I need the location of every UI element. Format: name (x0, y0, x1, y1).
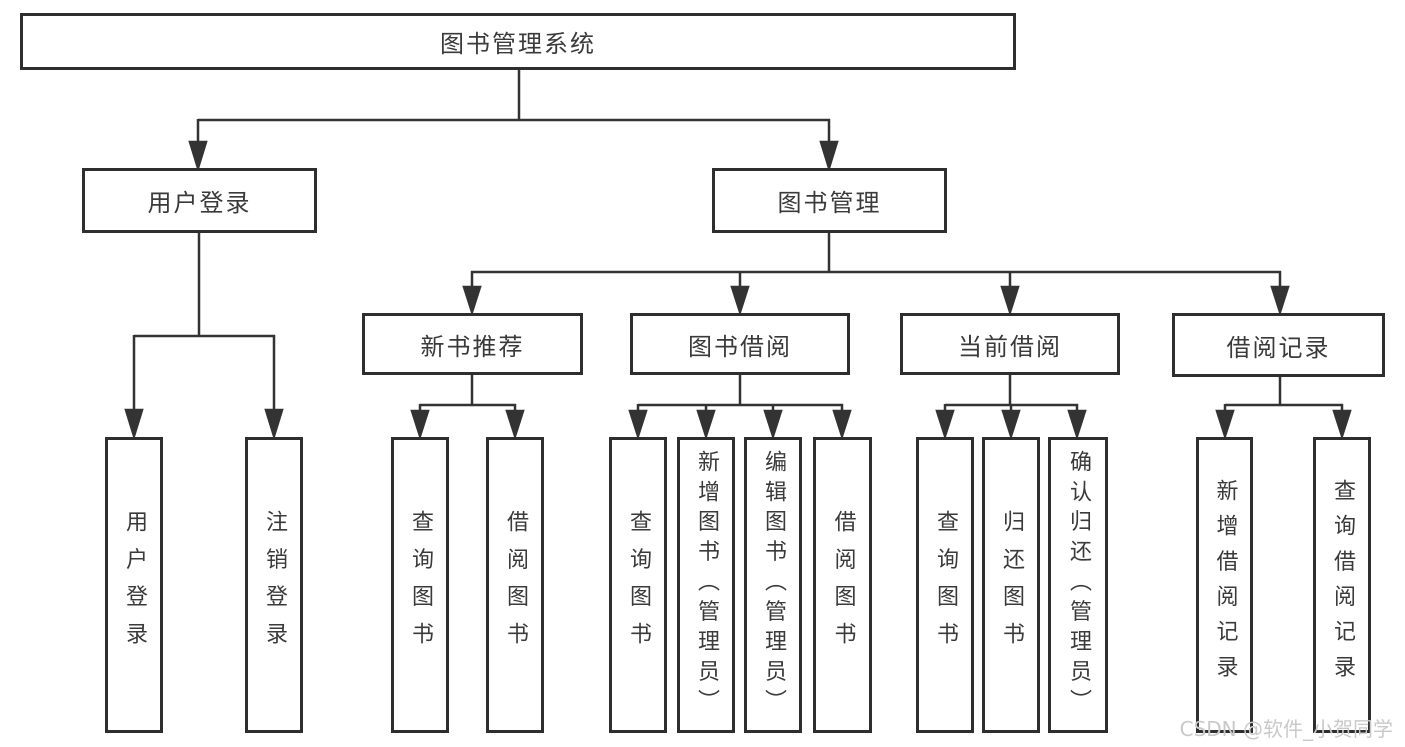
arrowhead-icon (124, 408, 144, 441)
node-user-login: 用户登录 (82, 168, 317, 233)
node-label: 用户登录 (122, 510, 147, 660)
node-recommend-borrow-books: 借阅图书 (486, 437, 544, 733)
arrowhead-icon (188, 140, 208, 173)
arrowhead-icon (264, 408, 284, 441)
connector-borrow-records-to-children (1215, 376, 1352, 441)
node-borrow-query-books: 查询图书 (609, 437, 667, 733)
arrowhead-icon (1332, 409, 1352, 441)
arrowhead-icon (696, 409, 716, 441)
arrowhead-icon (1001, 409, 1021, 441)
node-user-login-action: 用户登录 (105, 437, 163, 733)
node-add-borrow-record: 新增借阅记录 (1196, 437, 1253, 733)
arrowhead-icon (1067, 409, 1087, 441)
node-label: 确认归还（管理员） (1066, 450, 1091, 720)
arrowhead-icon (935, 409, 955, 441)
node-return-books: 归还图书 (982, 437, 1040, 733)
node-library-system: 图书管理系统 (20, 13, 1016, 70)
node-new-book-recommend: 新书推荐 (362, 313, 583, 375)
node-label: 查询图书 (933, 510, 958, 660)
node-label: 归还图书 (999, 510, 1024, 660)
node-book-management: 图书管理 (712, 168, 947, 233)
node-label: 查询图书 (408, 510, 433, 660)
connector-current-borrow-to-children (935, 374, 1087, 441)
arrowhead-icon (730, 285, 750, 317)
node-recommend-query-books: 查询图书 (391, 437, 449, 733)
connector-new-book-recommend-to-children (410, 374, 525, 441)
node-current-query-books: 查询图书 (916, 437, 974, 733)
arrowhead-icon (505, 409, 525, 441)
arrowhead-icon (1000, 285, 1020, 317)
node-book-borrow: 图书借阅 (630, 313, 850, 375)
arrowhead-icon (832, 409, 852, 441)
node-query-borrow-record: 查询借阅记录 (1313, 437, 1371, 733)
node-label: 新增图书（管理员） (694, 450, 719, 720)
node-label: 查询图书 (626, 510, 651, 660)
node-borrow-books: 借阅图书 (813, 437, 872, 733)
node-label: 编辑图书（管理员） (761, 450, 786, 720)
node-label: 借阅图书 (830, 510, 856, 660)
node-edit-books-admin: 编辑图书（管理员） (744, 437, 802, 733)
arrowhead-icon (1215, 409, 1235, 441)
arrowhead-icon (628, 409, 648, 441)
arrowhead-icon (462, 285, 482, 317)
connector-book-borrow-to-children (628, 374, 852, 441)
node-label: 借阅图书 (503, 510, 528, 660)
node-add-books-admin: 新增图书（管理员） (677, 437, 735, 733)
connector-book-management-to-level3 (462, 232, 1290, 317)
node-label: 注销登录 (262, 510, 287, 660)
arrowhead-icon (763, 409, 783, 441)
node-confirm-return-admin: 确认归还（管理员） (1048, 437, 1108, 733)
arrowhead-icon (410, 409, 430, 441)
node-current-borrow: 当前借阅 (900, 313, 1120, 375)
node-label: 查询借阅记录 (1330, 479, 1355, 691)
node-logout: 注销登录 (245, 437, 303, 733)
node-borrow-records: 借阅记录 (1172, 313, 1385, 377)
arrowhead-icon (1270, 285, 1290, 317)
node-label: 新增借阅记录 (1212, 479, 1238, 691)
connector-user-login-to-children (124, 232, 284, 441)
connector-root-to-level2 (188, 70, 839, 173)
arrowhead-icon (819, 140, 839, 173)
